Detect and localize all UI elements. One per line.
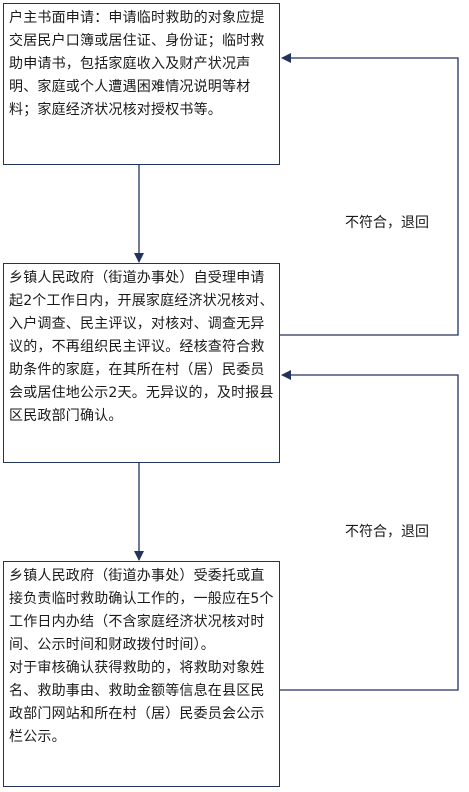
step-1-household-application: 户主书面申请：申请临时救助的对象应提交居民户口簿或居住证、身份证；临时救助申请书… (3, 3, 280, 165)
return-loop-1 (280, 53, 459, 336)
return-note-1: 不符合，退回 (345, 215, 429, 231)
return-note-2: 不符合，退回 (345, 524, 429, 540)
step-1-text: 户主书面申请：申请临时救助的对象应提交居民户口簿或居住证、身份证；临时救助申请书… (9, 10, 265, 118)
step-3-text-2: 对于审核确认获得救助的，将救助对象姓名、救助事由、救助金额等信息在县区民政部门网… (9, 660, 265, 745)
return-loop-2 (280, 370, 459, 691)
step-2-township-review: 乡镇人民政府（街道办事处）自受理申请起2个工作日内，开展家庭经济状况核对、入户调… (3, 263, 280, 463)
step-3-text-1: 乡镇人民政府（街道办事处）受委托或直接负责临时救助确认工作的，一般应在5个工作日… (9, 568, 274, 653)
step-3-confirmation: 乡镇人民政府（街道办事处）受委托或直接负责临时救助确认工作的，一般应在5个工作日… (3, 561, 280, 787)
step-2-text: 乡镇人民政府（街道办事处）自受理申请起2个工作日内，开展家庭经济状况核对、入户调… (9, 270, 274, 424)
